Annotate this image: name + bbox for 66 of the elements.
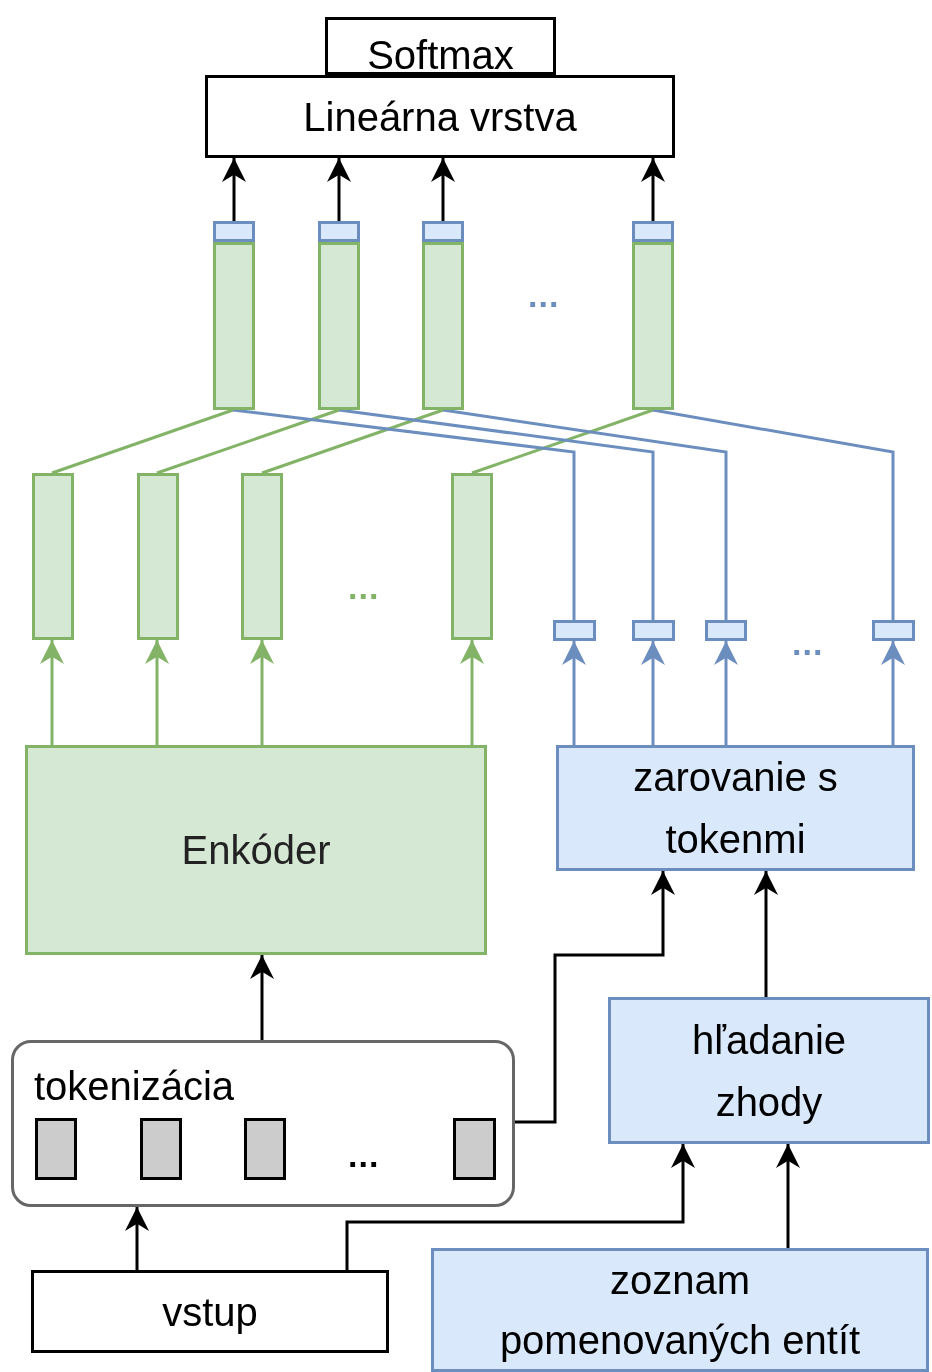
arrow xyxy=(145,640,169,745)
group-container xyxy=(11,1040,515,1207)
connector-line xyxy=(338,408,655,620)
vector-cell xyxy=(705,620,747,641)
ellipsis-label: ... xyxy=(348,1138,380,1172)
connector-line xyxy=(51,408,234,475)
arrow xyxy=(562,641,586,745)
vector-cell xyxy=(140,1118,182,1180)
process-box xyxy=(608,997,930,1144)
process-box xyxy=(205,75,675,158)
vector-cell xyxy=(872,620,915,641)
arrow xyxy=(754,871,778,997)
arrow xyxy=(345,1144,695,1270)
connector-line xyxy=(652,408,895,620)
connector-line xyxy=(442,408,728,620)
ellipsis-label: ... xyxy=(792,626,824,660)
vector-cell xyxy=(632,620,675,641)
arrow xyxy=(222,158,246,221)
connector-line xyxy=(156,408,340,475)
vector-cell xyxy=(244,1118,286,1180)
process-box xyxy=(31,1270,389,1353)
node-label: Softmax xyxy=(367,32,514,79)
arrow xyxy=(250,640,274,745)
vector-cell xyxy=(632,242,674,410)
arrow xyxy=(250,955,274,1040)
ellipsis-label: ... xyxy=(528,278,560,312)
arrow xyxy=(714,641,738,745)
node-label: zoznam pomenovaných entít xyxy=(498,1257,862,1364)
node-label: zarovanie s tokenmi xyxy=(632,754,839,863)
process-box xyxy=(556,745,915,871)
arrow xyxy=(460,640,484,745)
arrow xyxy=(431,158,455,221)
arrow xyxy=(776,1144,800,1248)
vector-cell xyxy=(422,221,464,242)
vector-cell xyxy=(318,221,360,242)
vector-cell xyxy=(241,473,283,640)
vector-cell xyxy=(137,473,179,640)
vector-cell xyxy=(553,620,596,641)
node-label: Lineárna vrstva xyxy=(303,93,577,141)
node-label: vstup xyxy=(162,1288,258,1336)
vector-cell xyxy=(32,473,74,640)
process-box xyxy=(25,745,487,955)
vector-cell xyxy=(451,473,493,640)
vector-cell xyxy=(422,242,464,410)
connector-line xyxy=(261,408,444,475)
arrow xyxy=(641,158,665,221)
vector-cell xyxy=(213,221,255,242)
vector-cell xyxy=(453,1118,496,1180)
process-box xyxy=(325,17,556,75)
arrow xyxy=(515,871,675,1124)
node-label: tokenizácia xyxy=(34,1063,235,1110)
vector-cell xyxy=(318,242,360,410)
vector-cell xyxy=(35,1118,77,1180)
vector-cell xyxy=(213,242,255,410)
node-label: Enkóder xyxy=(181,827,331,874)
arrow xyxy=(881,641,905,745)
process-box xyxy=(431,1248,929,1372)
arrow xyxy=(40,640,64,745)
arrow xyxy=(327,158,351,221)
connector-line xyxy=(471,408,654,475)
node-label: hľadanie zhody xyxy=(691,1016,847,1126)
arrow xyxy=(125,1207,149,1270)
arrow xyxy=(641,641,665,745)
vector-cell xyxy=(632,221,674,242)
connector-line xyxy=(232,408,576,620)
ellipsis-label: ... xyxy=(348,570,380,604)
